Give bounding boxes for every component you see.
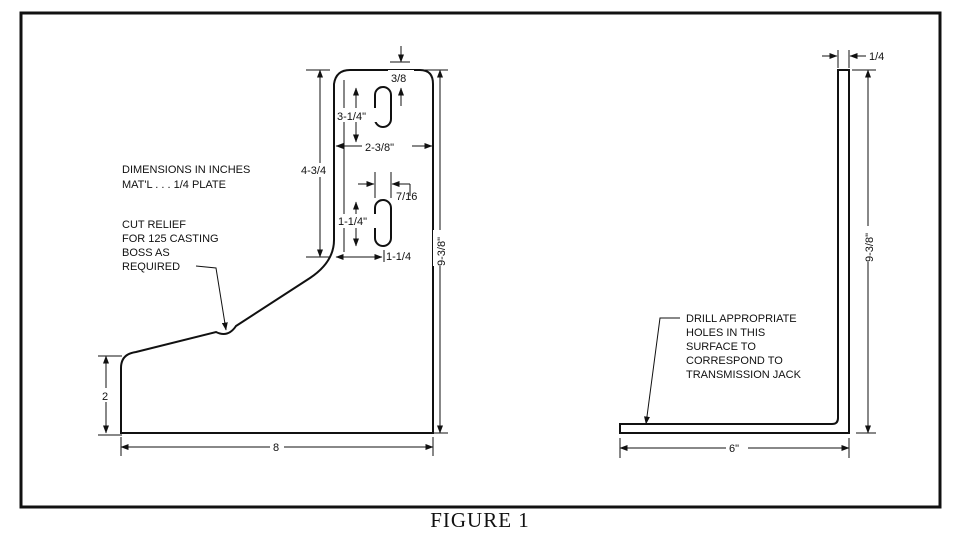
slot-lower: [374, 199, 392, 247]
label-dim-3-8: 3/8: [391, 73, 406, 85]
note-relief-line-1: CUT RELIEF: [122, 219, 186, 231]
label-dim-1-1-4-edge: 1-1/4: [386, 251, 411, 263]
drawing-frame: [19, 11, 942, 509]
left-dimension-labels: 3/8 3-1/4" 4-3/4 2-3/8" 7/16 1-1/4" 1-1/…: [100, 70, 448, 454]
label-dim-1-1-4-slot: 1-1/4": [338, 216, 367, 228]
figure-caption: FIGURE 1: [430, 508, 530, 532]
label-dim-6: 6": [729, 443, 739, 455]
label-dim-8: 8: [273, 442, 279, 454]
right-dimension-labels: 1/4 9-3/8" 6": [726, 51, 884, 455]
label-dim-2-3-8: 2-3/8": [365, 142, 394, 154]
note-dimensions-line-2: MAT'L . . . 1/4 PLATE: [122, 179, 226, 191]
note-drill-line-4: CORRESPOND TO: [686, 355, 783, 367]
note-drill-line-3: SURFACE TO: [686, 341, 756, 353]
right-bracket-outline: [619, 69, 851, 434]
label-dim-9-3-8-left: 9-3/8": [436, 237, 448, 266]
note-drill-line-2: HOLES IN THIS: [686, 327, 765, 339]
note-drill-line-1: DRILL APPROPRIATE: [686, 313, 797, 325]
relief-note: CUT RELIEF FOR 125 CASTING BOSS AS REQUI…: [122, 219, 219, 273]
note-drill-line-5: TRANSMISSION JACK: [686, 369, 802, 381]
note-relief-line-2: FOR 125 CASTING: [122, 233, 219, 245]
slot-upper: [374, 86, 392, 128]
label-dim-4-3-4: 4-3/4: [301, 165, 326, 177]
label-dim-7-16: 7/16: [396, 191, 417, 203]
label-dim-3-1-4: 3-1/4": [337, 111, 366, 123]
dimensions-note: DIMENSIONS IN INCHES MAT'L . . . 1/4 PLA…: [122, 164, 250, 191]
left-dimension-lines: [98, 46, 448, 456]
note-relief-line-3: BOSS AS: [122, 247, 170, 259]
label-dim-1-4: 1/4: [869, 51, 884, 63]
note-relief-line-4: REQUIRED: [122, 261, 180, 273]
drill-note: DRILL APPROPRIATE HOLES IN THIS SURFACE …: [686, 313, 802, 381]
label-dim-9-3-8-right: 9-3/8": [864, 233, 876, 262]
note-dimensions-line-1: DIMENSIONS IN INCHES: [122, 164, 250, 176]
label-dim-2: 2: [102, 391, 108, 403]
